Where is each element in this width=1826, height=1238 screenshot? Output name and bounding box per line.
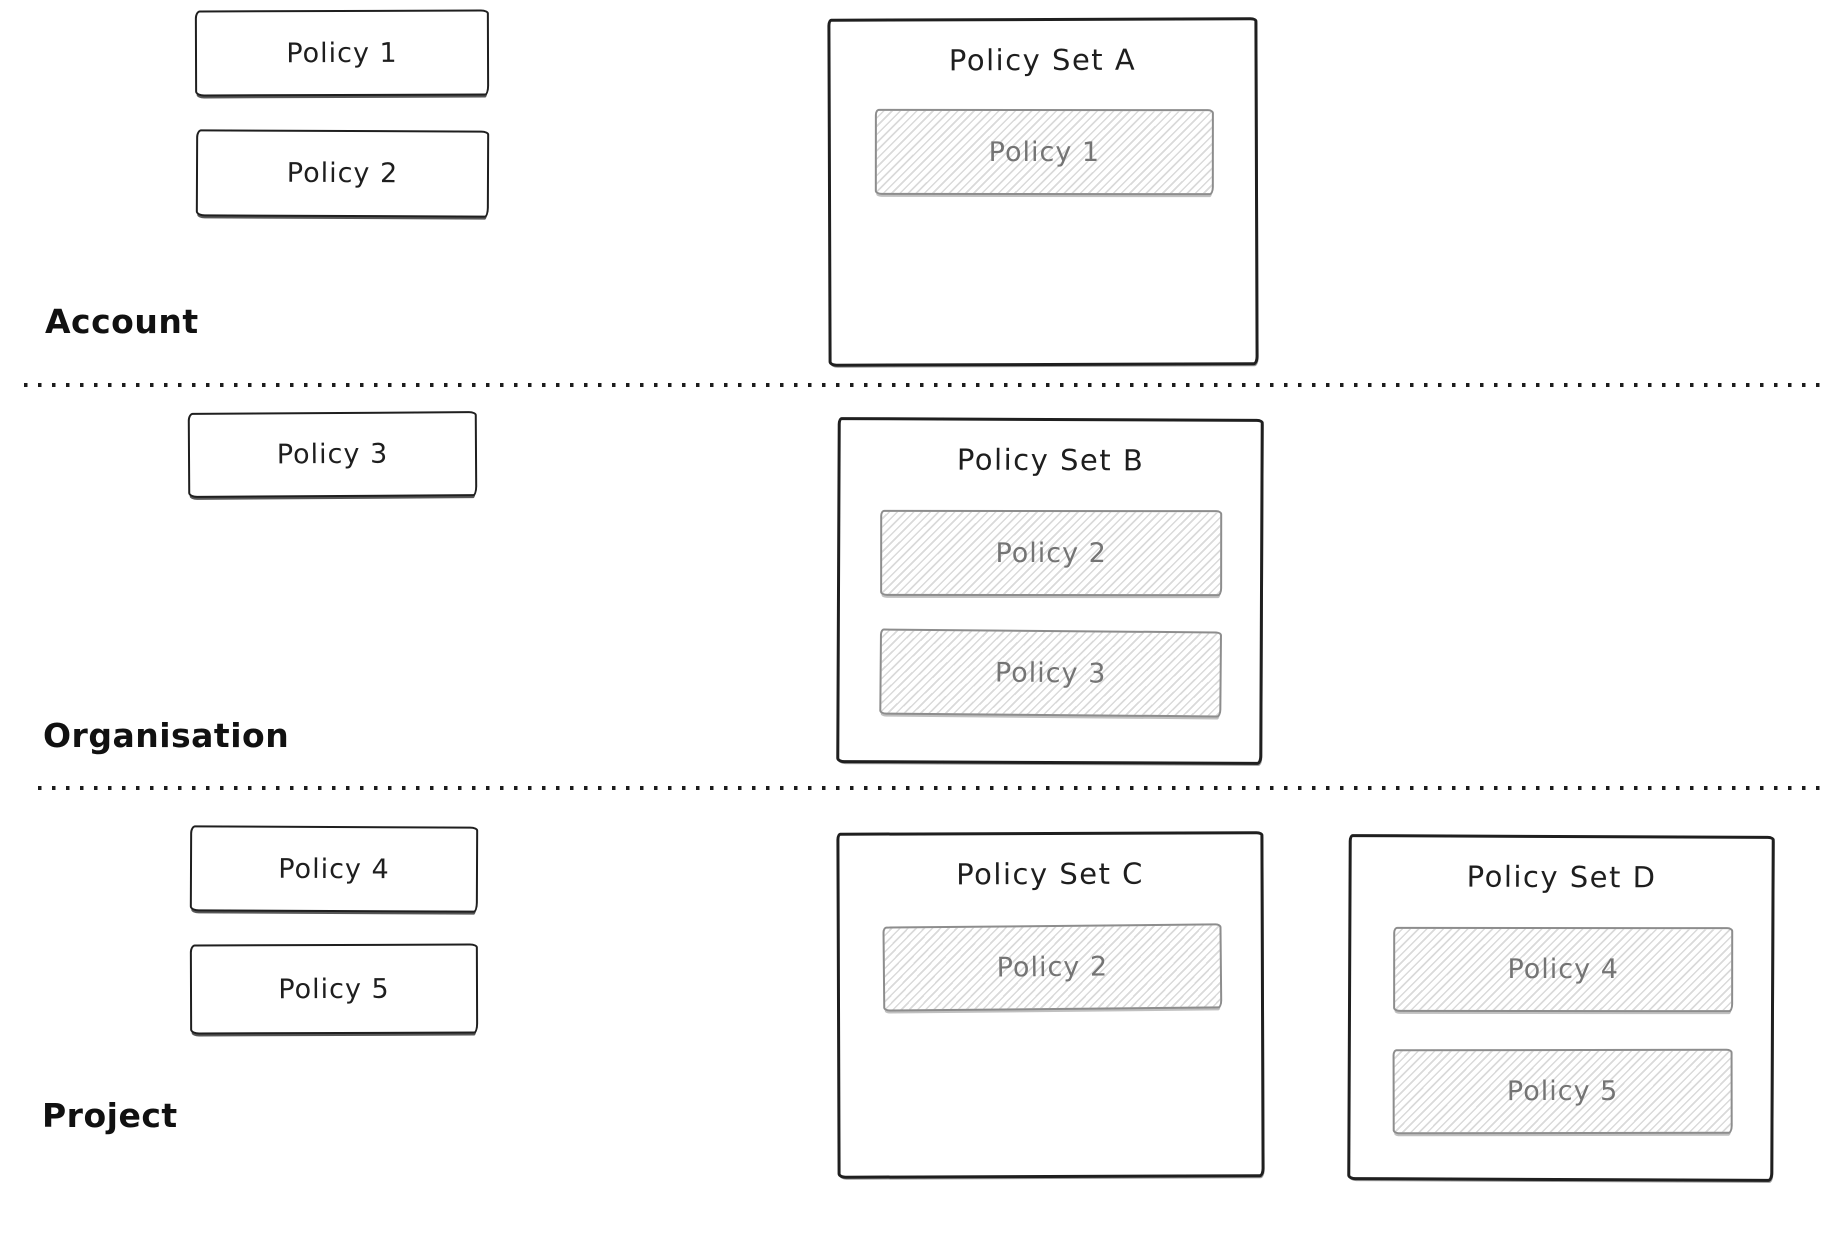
policy-chip: Policy 1: [874, 108, 1214, 196]
policy-box: Policy 1: [194, 9, 490, 97]
policy-set-title: Policy Set C: [956, 856, 1144, 892]
policy-chip-label: Policy 2: [996, 951, 1109, 984]
policy-chip: Policy 2: [882, 923, 1223, 1012]
policy-chip-label: Policy 4: [1507, 953, 1619, 986]
policy-chip-label: Policy 1: [988, 136, 1101, 168]
policy-chip: Policy 5: [1392, 1048, 1733, 1135]
policy-box-label: Policy 3: [276, 438, 389, 471]
policy-set-title: Policy Set D: [1466, 859, 1657, 895]
policy-set-title: Policy Set A: [948, 42, 1137, 78]
policy-set: Policy Set D Policy 4 Policy 5: [1347, 834, 1775, 1182]
policy-box: Policy 4: [189, 825, 479, 913]
section-label: Project: [42, 1096, 178, 1135]
policy-box: Policy 2: [195, 129, 490, 218]
policy-set: Policy Set A Policy 1: [827, 17, 1259, 367]
policy-chip: Policy 2: [880, 509, 1223, 597]
policy-chip-label: Policy 3: [994, 657, 1107, 689]
section-label: Organisation: [43, 716, 290, 755]
policy-chip-label: Policy 5: [1506, 1075, 1619, 1108]
policy-box: Policy 3: [187, 411, 478, 498]
section-label: Account: [45, 302, 199, 341]
section-divider: [38, 786, 1826, 790]
policy-chip: Policy 4: [1393, 926, 1734, 1013]
policy-box-label: Policy 2: [286, 157, 399, 190]
policy-set: Policy Set B Policy 2 Policy 3: [836, 417, 1264, 765]
policy-box-label: Policy 1: [286, 37, 398, 69]
policy-chip: Policy 3: [879, 628, 1223, 718]
policy-set-title: Policy Set B: [956, 442, 1145, 478]
policy-set: Policy Set C Policy 2: [836, 831, 1265, 1179]
policy-box-label: Policy 4: [278, 853, 390, 885]
policy-box-label: Policy 5: [278, 973, 390, 1005]
policy-box: Policy 5: [189, 943, 479, 1035]
section-divider: [24, 383, 1826, 387]
policy-chip-label: Policy 2: [995, 537, 1107, 569]
